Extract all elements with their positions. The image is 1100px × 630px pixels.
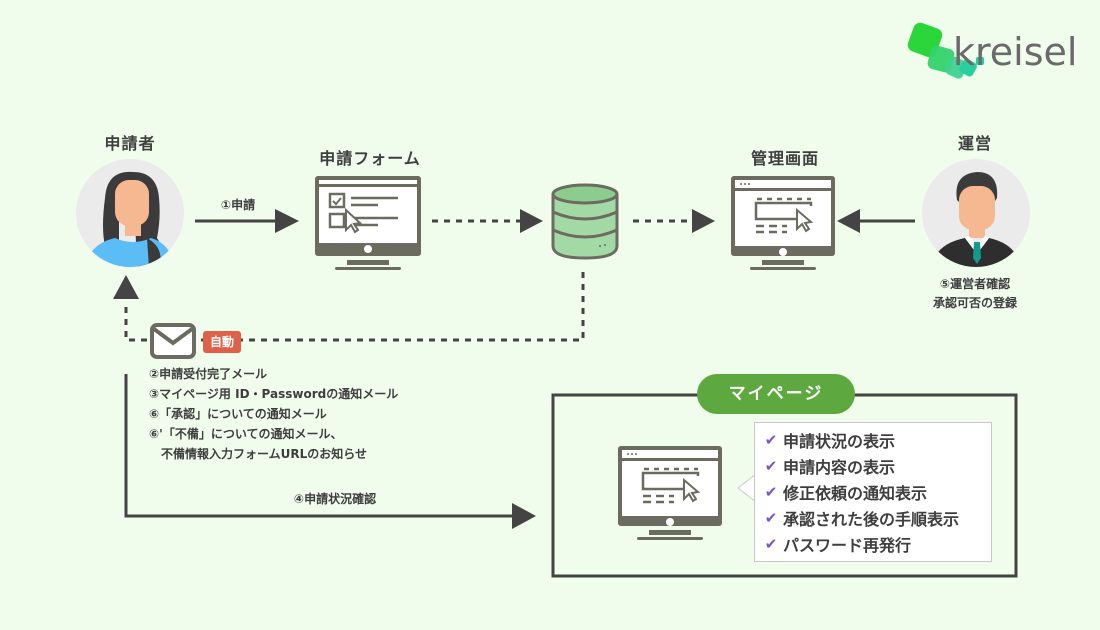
callout-pointer <box>737 473 756 503</box>
mail-line: ③マイページ用 ID・Passwordの通知メール <box>149 387 399 401</box>
admin-label: 管理画面 <box>750 149 819 168</box>
operator-caption-line1: ⑤運営者確認 <box>939 277 1011 291</box>
apply-arrowhead <box>275 209 299 233</box>
form-monitor-icon <box>315 176 421 270</box>
database-icon <box>551 183 619 260</box>
status-check-arrowhead <box>512 503 536 529</box>
auto-badge: 自動 <box>203 331 241 353</box>
form-to-db-arrowhead <box>520 209 543 233</box>
mail-line: ⑥'「不備」についての通知メール、 <box>149 427 343 441</box>
operator-caption-line2: 承認可否の登録 <box>932 296 1017 310</box>
applicant-avatar <box>76 159 184 267</box>
mail-line: ⑥「承認」についての通知メール <box>149 407 327 421</box>
applicant-label: 申請者 <box>104 134 156 153</box>
check-icon: ✔ <box>764 535 778 553</box>
feature-label: 承認された後の手順表示 <box>783 510 960 529</box>
logo-mark-icon <box>907 22 984 79</box>
check-icon: ✔ <box>764 509 778 527</box>
feature-label: 修正依頼の通知表示 <box>783 484 928 503</box>
feature-item: ✔ パスワード再発行 <box>763 531 991 557</box>
mail-icon <box>150 323 196 359</box>
auto-mail-arrowhead <box>113 275 139 299</box>
logo-text: kreisel <box>953 30 1078 74</box>
mail-line: 不備情報入力フォームURLのお知らせ <box>149 447 368 461</box>
mail-list: ②申請受付完了メール ③マイページ用 ID・Passwordの通知メール ⑥「承… <box>149 364 398 464</box>
db-to-admin-arrowhead <box>692 209 715 233</box>
status-check-label: ④申請状況確認 <box>293 492 377 506</box>
feature-label: パスワード再発行 <box>783 536 912 555</box>
logo: kreisel <box>905 20 1095 92</box>
check-icon: ✔ <box>764 457 778 475</box>
apply-arrow-label: ①申請 <box>220 198 256 212</box>
feature-label: 申請状況の表示 <box>783 432 896 451</box>
check-icon: ✔ <box>764 483 778 501</box>
mypage-features-list: ✔ 申請状況の表示 ✔ 申請内容の表示 ✔ 修正依頼の通知表示 ✔ 承認された後の手順表… <box>754 422 992 562</box>
check-icon: ✔ <box>764 431 778 449</box>
operator-caption: ⑤運営者確認 承認可否の登録 <box>905 275 1045 313</box>
feature-label: 申請内容の表示 <box>783 458 896 477</box>
operator-avatar <box>922 159 1030 267</box>
feature-item: ✔ 申請状況の表示 <box>763 427 991 453</box>
auto-mail-path <box>124 272 585 342</box>
mypage-monitor-icon <box>618 446 722 540</box>
mail-line: ②申請受付完了メール <box>149 367 268 381</box>
mypage-title-pill: マイページ <box>697 374 855 414</box>
operator-label: 運営 <box>957 134 992 153</box>
feature-item: ✔ 承認された後の手順表示 <box>763 505 991 531</box>
form-label: 申請フォーム <box>319 149 421 168</box>
operator-to-admin-arrowhead <box>837 209 860 233</box>
feature-item: ✔ 修正依頼の通知表示 <box>763 479 991 505</box>
feature-item: ✔ 申請内容の表示 <box>763 453 991 479</box>
admin-monitor-icon <box>731 176 835 270</box>
status-check-line <box>124 374 512 518</box>
